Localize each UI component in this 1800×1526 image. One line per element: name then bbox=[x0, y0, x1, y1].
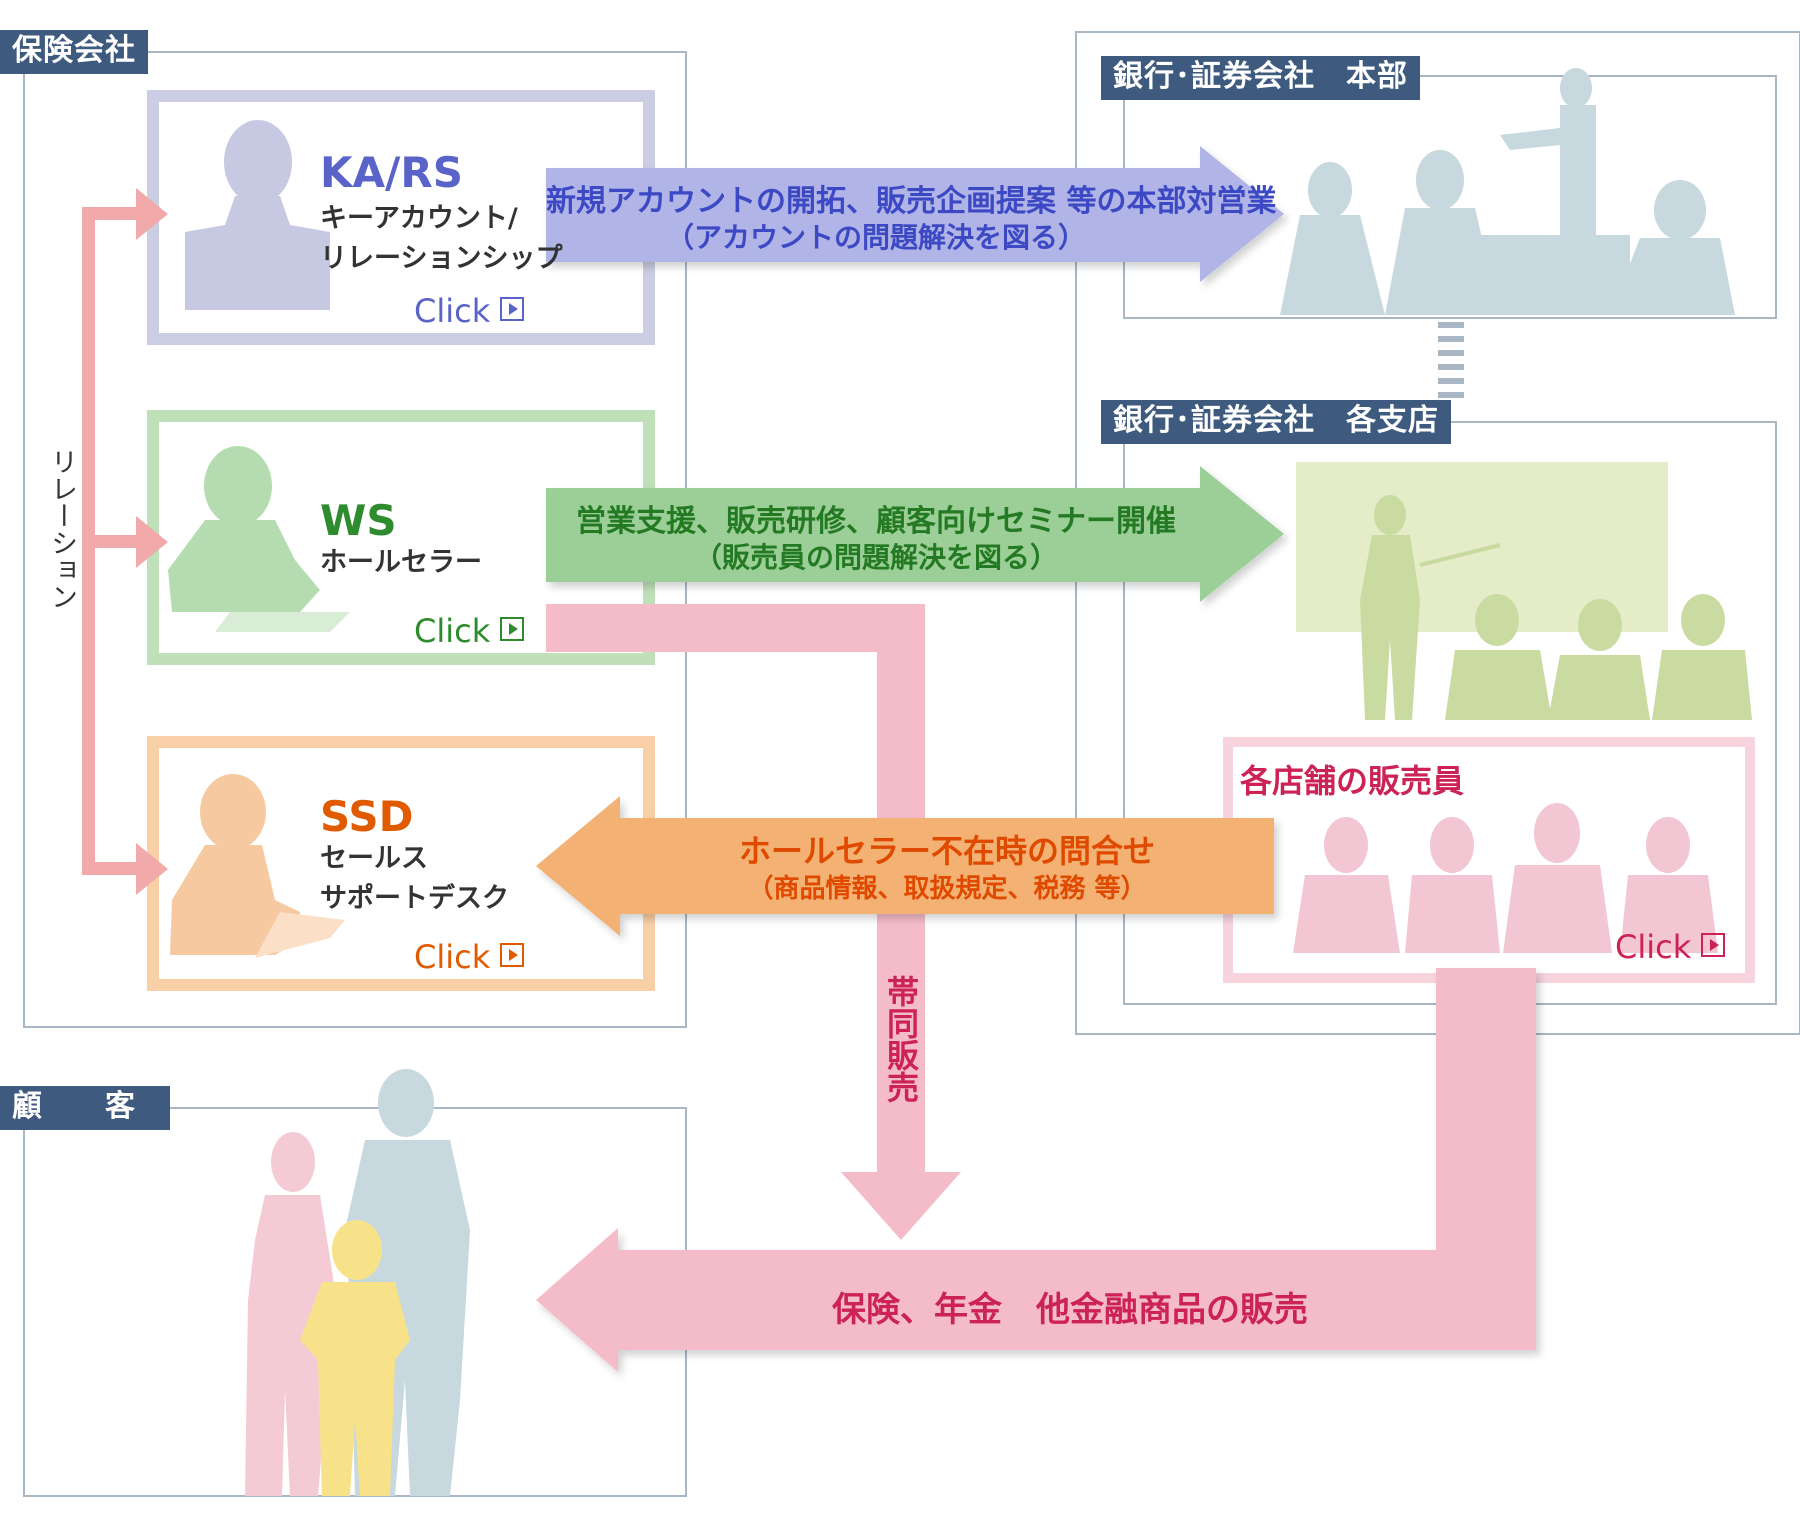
karls-arrow-line2: （アカウントの問題解決を図る） bbox=[665, 221, 1086, 254]
customer-tag: 顧 客 bbox=[0, 1086, 170, 1130]
play-icon[interactable] bbox=[500, 297, 525, 321]
hq-meeting-illustration bbox=[1280, 68, 1735, 315]
relation-label: リレーション bbox=[46, 448, 77, 610]
sales-arrow bbox=[536, 968, 1536, 1372]
bank-hq-tag: 銀行･証券会社 本部 bbox=[1101, 56, 1420, 100]
karls-code: KA/RS bbox=[320, 148, 463, 197]
ssd-arrow-line2: （商品情報、取扱規定、税務 等） bbox=[747, 874, 1147, 904]
ssd-line2: サポートデスク bbox=[320, 883, 509, 914]
ws-arrow-line2: （販売員の問題解決を図る） bbox=[693, 541, 1058, 574]
ws-arrow-line1: 営業支援、販売研修、顧客向けセミナー開催 bbox=[576, 504, 1176, 539]
store-staff-click[interactable]: Click bbox=[1615, 928, 1726, 966]
ssd-line1: セールス bbox=[320, 843, 428, 874]
ssd-click-label[interactable]: Click bbox=[414, 938, 491, 976]
ssd-click[interactable]: Click bbox=[414, 938, 525, 976]
karls-line1: キーアカウント/ bbox=[320, 203, 518, 234]
karls-click-label[interactable]: Click bbox=[414, 292, 491, 330]
karls-click[interactable]: Click bbox=[414, 292, 525, 330]
bank-branch-tag: 銀行･証券会社 各支店 bbox=[1101, 400, 1451, 444]
store-staff-label: 各店舗の販売員 bbox=[1240, 762, 1465, 800]
store-staff-illustration bbox=[1293, 803, 1718, 953]
sales-arrow-label: 保険、年金 他金融商品の販売 bbox=[832, 1290, 1308, 1330]
ws-arrow bbox=[546, 466, 1284, 602]
customer-family-illustration bbox=[245, 1069, 470, 1496]
insurance-company-tag: 保険会社 bbox=[0, 30, 148, 74]
ws-click[interactable]: Click bbox=[414, 612, 525, 650]
play-icon[interactable] bbox=[500, 943, 525, 967]
play-icon[interactable] bbox=[1701, 933, 1726, 957]
ws-line1: ホールセラー bbox=[320, 547, 482, 578]
ws-code: WS bbox=[320, 496, 397, 545]
ssd-arrow bbox=[536, 796, 1274, 936]
karls-person-icon bbox=[185, 120, 330, 310]
store-staff-click-label[interactable]: Click bbox=[1615, 928, 1692, 966]
branch-seminar-illustration bbox=[1360, 495, 1752, 720]
karls-arrow bbox=[546, 146, 1284, 282]
ssd-arrow-line1: ホールセラー不在時の問合せ bbox=[738, 832, 1155, 870]
play-icon[interactable] bbox=[500, 617, 525, 641]
relation-bracket bbox=[82, 188, 168, 895]
karls-line2: リレーションシップ bbox=[320, 243, 563, 274]
ssd-code: SSD bbox=[320, 792, 414, 841]
ws-person-icon bbox=[168, 446, 350, 632]
ssd-person-icon bbox=[170, 774, 345, 958]
karls-arrow-line1: 新規アカウントの開拓、販売企画提案 等の本部対営業 bbox=[546, 184, 1277, 219]
ws-click-label[interactable]: Click bbox=[414, 612, 491, 650]
joint-sales-label: 帯同販売 bbox=[882, 975, 920, 1103]
hq-branch-connector bbox=[1438, 322, 1464, 398]
